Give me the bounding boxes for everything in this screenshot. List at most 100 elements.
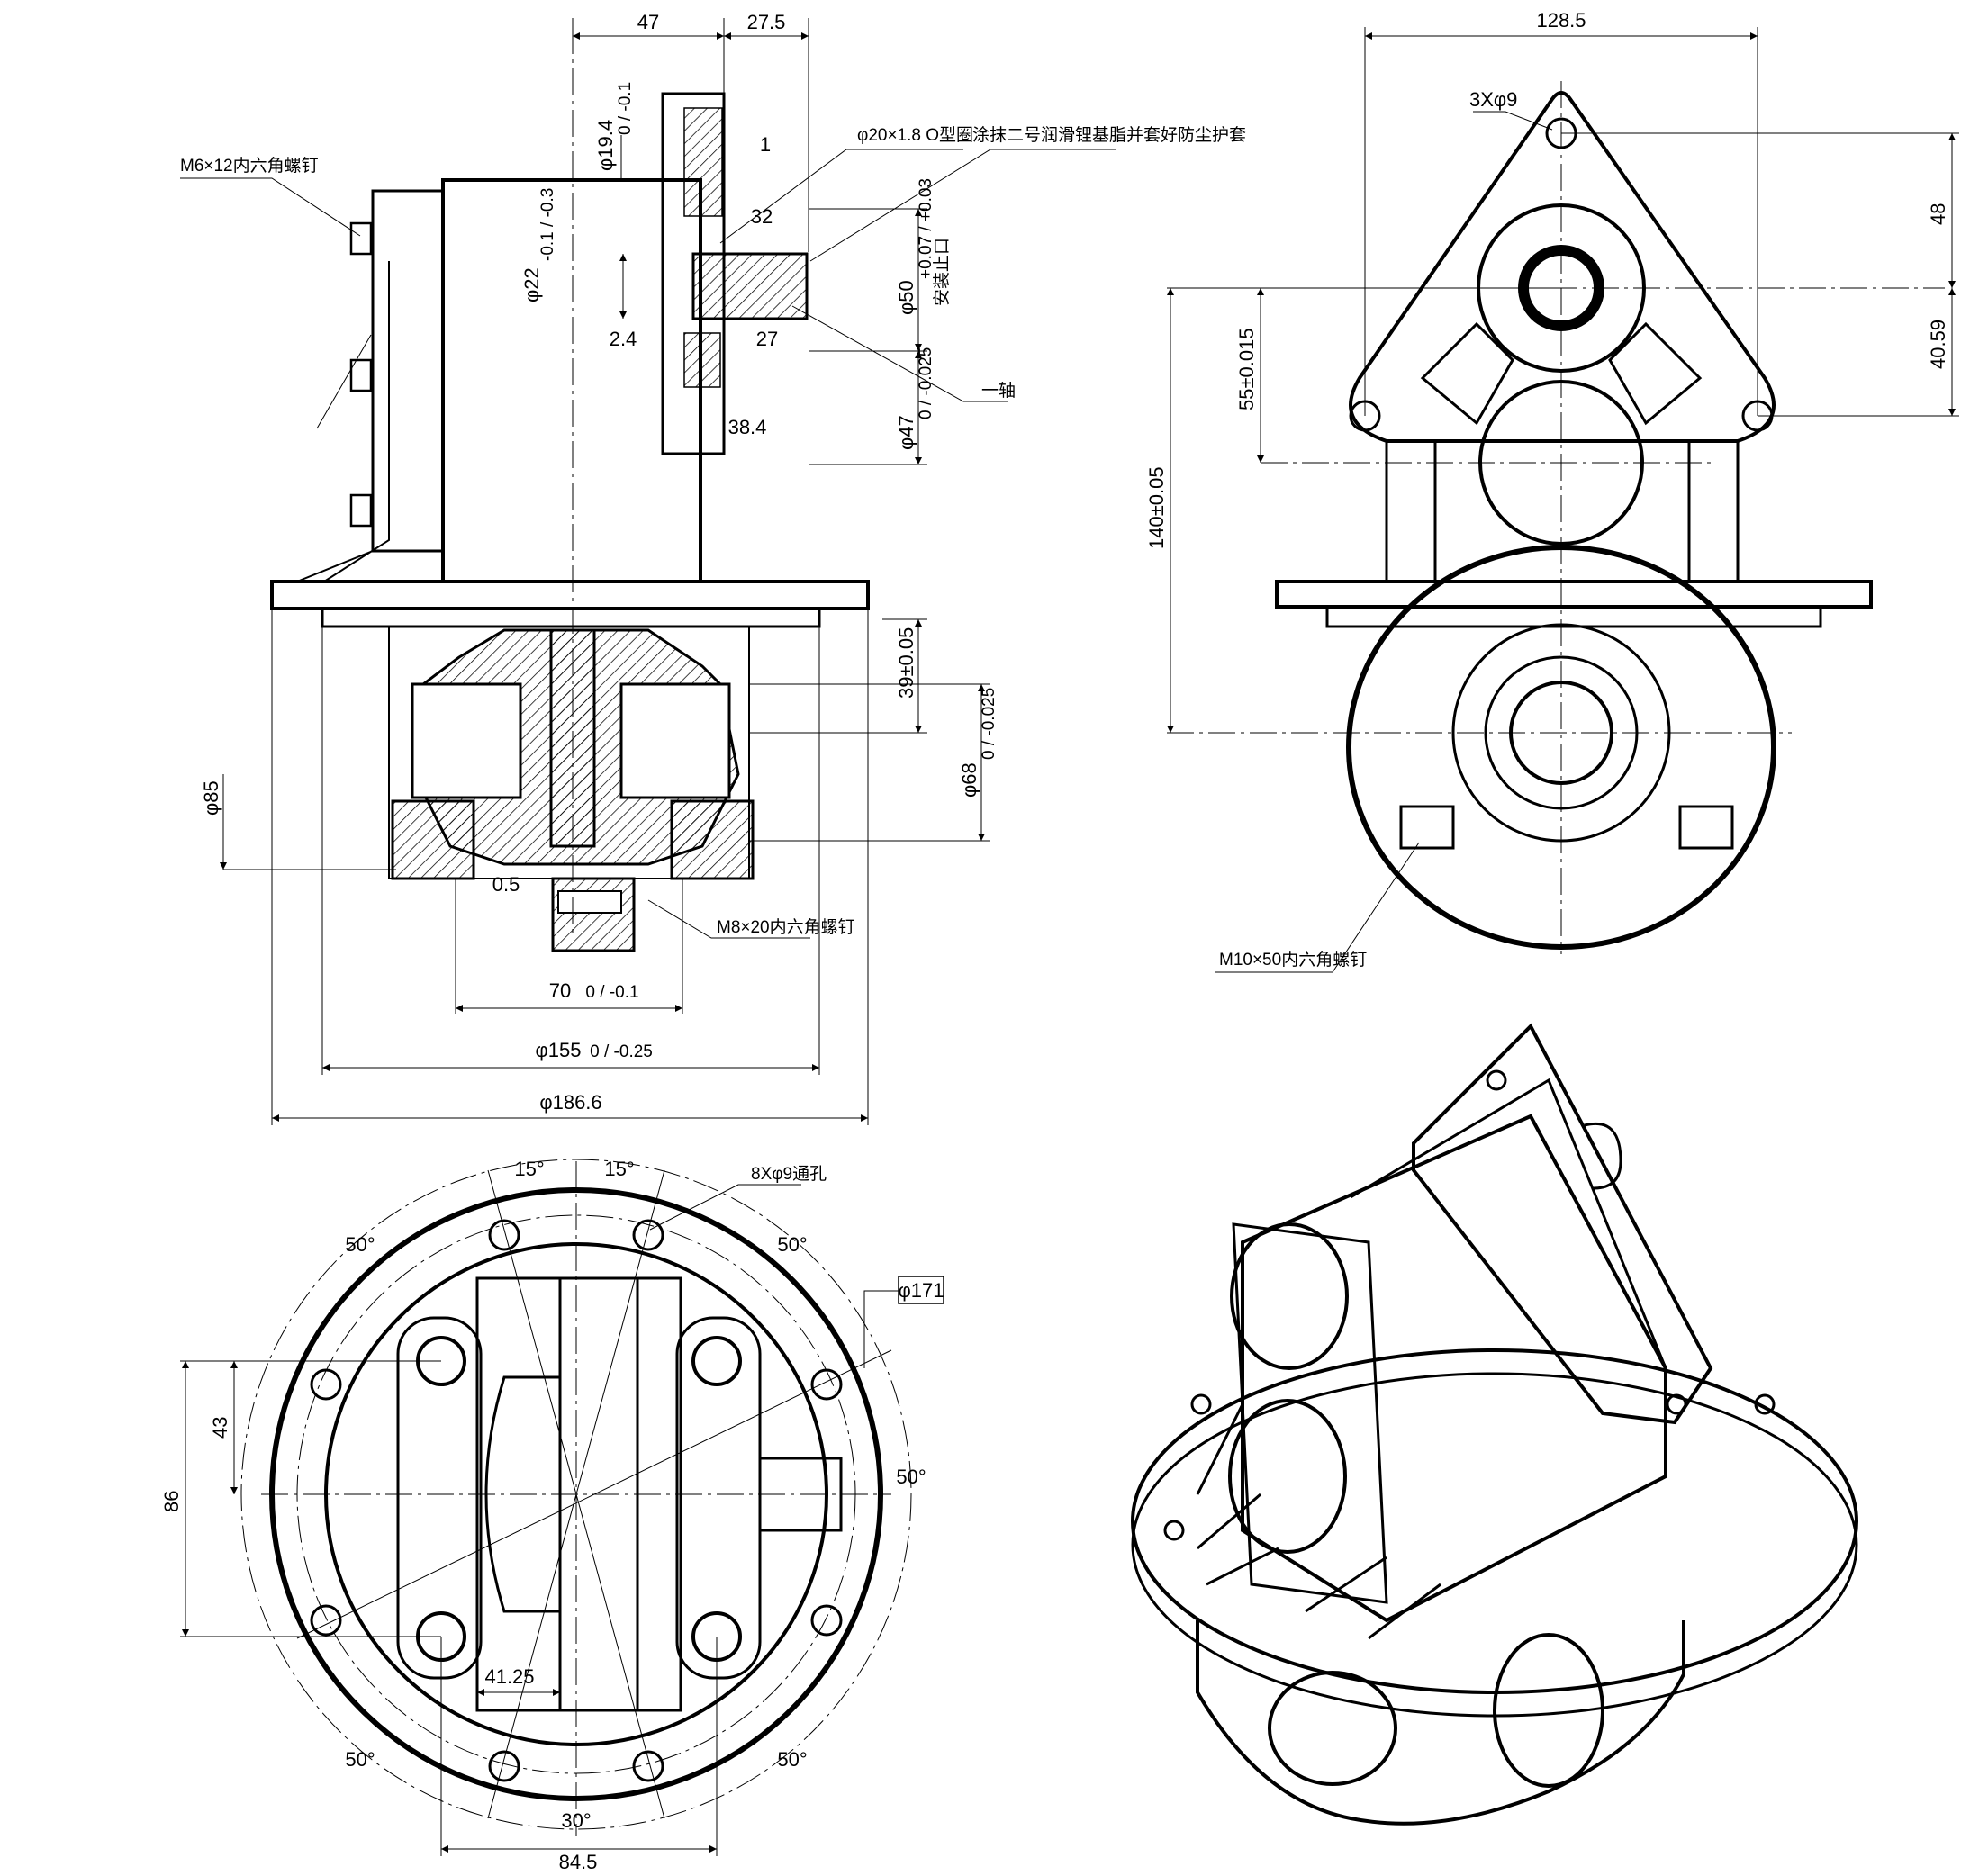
callout-m8: M8×20内六角螺钉 [717,917,855,937]
angle-50-bl: 50° [345,1748,375,1771]
dim-05: 0.5 [492,873,520,896]
hole-6 [810,1604,843,1637]
front-view [180,18,1116,1125]
angle-50-tl: 50° [345,1233,375,1256]
bolt-tr [691,1336,742,1386]
iso-port-lower [1228,1399,1347,1554]
holes-8x9: 8Xφ9通孔 [751,1164,827,1184]
dim-24: 2.4 [610,328,637,350]
dia-155: φ155 [536,1039,582,1061]
hole-4 [810,1368,843,1401]
hole-1 [488,1219,520,1251]
leader-3holes [1473,111,1553,131]
dia-22: φ22 [520,267,543,302]
side-gear-right [619,682,731,799]
dia-68-tol: 0 / -0.025 [980,688,999,760]
iso-view [1131,1023,1858,1826]
dim-86: 86 [160,1491,183,1512]
dia-85: φ85 [200,780,222,816]
iso-ribs [1196,1403,1441,1640]
bottom-view [180,1159,944,1856]
extension-lines [223,18,990,1125]
callout-oring: φ20×1.8 O型圈 [857,125,973,145]
leader-left [316,334,372,429]
angle-15-left: 15° [514,1158,544,1180]
bracket-rib [296,261,390,582]
dim-48: 48 [1927,203,1949,225]
iso-lower-case [1196,1620,1685,1826]
pcd-ring [240,1159,912,1830]
dia-194: φ19.4 [594,120,617,171]
input-flange-hatch [683,107,723,217]
dim-275: 27.5 [747,11,786,33]
angle-50-r: 50° [896,1466,926,1488]
dim-47: 47 [637,11,659,33]
mounting-flange-plate [270,580,870,610]
hole-3 [310,1368,342,1401]
side-bracket [371,189,445,553]
bearing-left [391,799,475,880]
dim-55: 55±0.015 [1235,328,1258,410]
dia-50: φ50 [895,280,917,315]
dim-1285: 128.5 [1536,9,1586,32]
dia-47-tol: 0 / -0.025 [917,347,935,419]
dia-186: φ186.6 [539,1091,601,1114]
callout-m6: M6×12内六角螺钉 [180,156,319,176]
hole-5 [310,1604,342,1637]
input-shaft [691,252,809,320]
dim-845: 84.5 [559,1851,598,1873]
side-view [1167,27,1959,973]
iso-housing-top [1350,1078,1667,1369]
dia-22-tol: -0.1 / -0.3 [538,188,557,261]
dim-70: 70 [549,979,571,1002]
hole-2 [632,1219,664,1251]
holes-3x9: 3Xφ9 [1469,88,1517,111]
iso-triangle-flange [1412,1023,1713,1425]
leader-sleeve [809,149,1116,262]
side-extension-lines [1167,27,1959,417]
dia-50-tol: +0.07 / +0.03 [917,178,935,279]
bottom-extension-lines [180,1360,718,1856]
left-rail [396,1316,483,1680]
bearing-right [670,799,755,880]
right-rail [675,1316,762,1680]
dim-43: 43 [209,1417,231,1439]
hole-8 [632,1750,664,1782]
iso-output-bore-2 [1493,1633,1604,1788]
m6-screw-2 [349,358,373,392]
side-gear-left [411,682,522,799]
dim-27: 27 [756,328,778,350]
front-view-labels: 47 27.5 1 32 2.4 27 38.4 φ19.4 0 / -0.1 … [180,11,1246,1114]
angle-50-br: 50° [777,1748,807,1771]
m10-screw-right [1678,805,1734,850]
dim-32: 32 [751,205,773,228]
callout-keyway: 安装止口 [932,238,952,306]
iso-port-upper [1230,1222,1349,1370]
bottom-view-labels: 15° 15° 8Xφ9通孔 φ171 50° 50° 50° 50° 50° … [160,1158,944,1873]
iso-output-bore [1268,1671,1397,1786]
angle-50-tr: 50° [777,1233,807,1256]
dim-39: 39±0.05 [895,627,917,699]
iso-flange-hole-1 [1486,1069,1507,1091]
triangular-flange [1349,91,1776,443]
dim-384: 38.4 [728,416,767,438]
input-flange-hatch-2 [683,332,721,388]
leader-8holes [649,1184,801,1231]
leader-oring [719,149,963,244]
dia-194-tol: 0 / -0.1 [616,82,635,135]
dia-171: φ171 [899,1279,944,1302]
hole-7 [488,1750,520,1782]
dim-4059: 40.59 [1927,320,1949,369]
dia-171-box [898,1276,944,1304]
iso-flange-hole-2 [1666,1393,1687,1415]
angle-30: 30° [561,1809,591,1832]
dim-70-tol: 0 / -0.1 [585,983,638,1002]
m6-screw-1 [349,221,373,256]
diag-line [296,1349,892,1639]
dome [484,1375,562,1613]
m6-screw-3 [349,493,373,528]
right-pocket [1608,321,1703,426]
leader-shaft [791,305,1008,402]
angle-lines [487,1169,665,1819]
